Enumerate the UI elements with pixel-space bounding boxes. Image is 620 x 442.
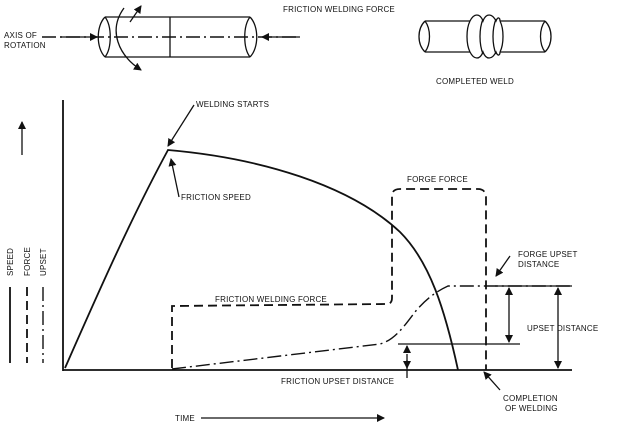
friction-upset-distance-label: FRICTION UPSET DISTANCE [281, 377, 394, 386]
welding-starts-label: WELDING STARTS [196, 100, 269, 109]
forge-upset-distance-label-2: DISTANCE [518, 260, 559, 269]
friction-speed-label: FRICTION SPEED [181, 193, 251, 202]
speed-curve [64, 149, 459, 371]
time-axis-label: TIME [175, 414, 195, 423]
completion-of-welding-label-1: COMPLETION [503, 394, 558, 403]
forge-force-label: FORGE FORCE [407, 175, 468, 184]
friction-welding-force-label: FRICTION WELDING FORCE [215, 295, 327, 304]
forge-upset-distance-label-1: FORGE UPSET [518, 250, 578, 259]
force-curve [171, 188, 487, 370]
top-friction-welding-force-label: FRICTION WELDING FORCE [283, 5, 395, 14]
axis-of-rotation-label-2: ROTATION [4, 41, 46, 50]
rotating-workpieces-illustration: AXIS OF ROTATION [4, 5, 300, 71]
leader-lines [167, 104, 511, 422]
upset-distance-label: UPSET DISTANCE [527, 324, 598, 333]
legend-upset-label: UPSET [39, 248, 48, 276]
legend-speed-label: SPEED [6, 248, 15, 276]
legend-force-label: FORCE [23, 247, 32, 276]
completed-weld-illustration [418, 14, 552, 59]
completion-of-welding-label-2: OF WELDING [505, 404, 558, 413]
axis-of-rotation-label-1: AXIS OF [4, 31, 37, 40]
completed-weld-label: COMPLETED WELD [436, 77, 514, 86]
upset-curve [171, 285, 572, 370]
left-legend: SPEED FORCE UPSET [6, 121, 48, 363]
dimension-lines [398, 285, 572, 378]
